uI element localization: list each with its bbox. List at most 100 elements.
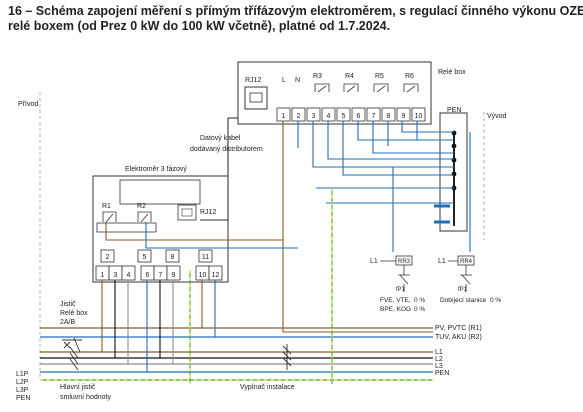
terminal-label: 7: [372, 113, 376, 120]
terminal-box: [165, 249, 180, 263]
fve-pct: 0 %: [414, 297, 425, 304]
diagram-title: 16 – Schéma zapojení měření s přímým tří…: [8, 4, 583, 34]
terminal-label: 8: [171, 254, 175, 261]
elektromer-label: Elektroměr 3 fázový: [125, 166, 187, 173]
vypinac-label: Vypínač instalace: [240, 384, 295, 391]
vyvod-label: Vývod: [487, 113, 507, 120]
main-breaker-icon: [69, 346, 79, 371]
wire-data-cable: [200, 118, 229, 221]
bus-l2-label: L2: [435, 356, 443, 363]
rele-box-label: Relé box: [438, 69, 466, 76]
pen-node: [451, 157, 457, 163]
terminal-label: 3: [312, 113, 316, 120]
terminal-label: 2: [297, 113, 301, 120]
bus-lines: [40, 327, 433, 381]
rr4-contact-icon: [460, 274, 472, 292]
datovy-kabel-label-2: dodávaný distributorem: [190, 146, 263, 153]
bus-pv-label: PV, PVTC (R1): [435, 325, 482, 332]
rr4-label: RR4: [460, 259, 473, 265]
rr3-fp1-label: fP1: [396, 287, 406, 293]
meter-rj12-label: RJ12: [200, 209, 216, 216]
bpe-pct: 0 %: [414, 306, 425, 313]
terminal-label: 10: [199, 272, 207, 279]
terminal-box: [100, 249, 115, 263]
wire-relay-5: [342, 121, 454, 176]
relay-r3-label: R3: [313, 73, 322, 80]
meter-r2-contact-icon: [137, 211, 152, 223]
l2p-label: L2P: [16, 379, 29, 386]
rr3-l1-label: L1: [370, 258, 378, 265]
title-line-1: 16 – Schéma zapojení měření s přímým tří…: [8, 4, 583, 18]
relay-l-label: L: [282, 77, 286, 84]
relay-wires: [200, 117, 471, 333]
relay-r6-contact-icon: [403, 83, 419, 93]
penp-label: PEN: [16, 395, 30, 402]
pen-bar-label: PEN: [447, 107, 461, 114]
terminal-box: [411, 107, 426, 122]
terminal-label: 3: [114, 272, 118, 279]
bus-pen-label: PEN: [435, 370, 449, 377]
rj12-port-icon: [249, 92, 263, 103]
terminal-label: 10: [415, 113, 423, 120]
datovy-kabel-label-1: Datový kabel: [200, 135, 241, 142]
l1p-label: L1P: [16, 371, 29, 378]
jistic-label-2: Relé box: [60, 310, 88, 317]
meter-r-wire: [145, 222, 298, 249]
switch-icon: [282, 344, 292, 370]
meter-r1-label: R1: [102, 203, 111, 210]
elektromer-display: [119, 179, 201, 205]
terminal-label: 8: [387, 113, 391, 120]
hlavni-jistic-label-1: Hlavní jistič: [60, 384, 96, 391]
relay-r5-contact-icon: [373, 83, 389, 93]
bus-tuv-label: TUV, AKU (R2): [435, 334, 482, 341]
terminal-label: 4: [327, 113, 331, 120]
terminal-label: 11: [202, 254, 209, 261]
dobijeci-label: Dobíjecí stanice: [440, 297, 487, 304]
wire-relay-7: [372, 121, 454, 154]
bpe-label: BPE, KOG: [380, 306, 411, 313]
terminal-label: 1: [282, 113, 286, 120]
rr4-fp1-label: fP1: [458, 287, 468, 293]
vypinac-symbol: [282, 344, 292, 370]
terminal-label: 6: [146, 272, 150, 279]
meter-rj12-port-inner: [181, 208, 193, 217]
rr3-wire: [380, 260, 405, 275]
wire-relay-6: [357, 121, 454, 141]
prirod-label: Přívod: [18, 101, 38, 108]
hlavni-jistic-symbol: [69, 346, 79, 371]
terminal-label: 9: [172, 272, 176, 279]
meter-wires: [101, 188, 333, 384]
bus-l1-label: L1: [435, 349, 443, 356]
wire-relay-l: [282, 121, 433, 333]
relay-r4-contact-icon: [343, 83, 359, 93]
rr3-label: RR3: [398, 259, 411, 265]
pen-node: [451, 130, 457, 136]
terminal-box: [137, 249, 152, 263]
meter-r1-contact-icon: [102, 211, 117, 223]
terminal-label: 5: [143, 254, 147, 261]
pen-node: [451, 143, 457, 149]
bus-l3-label: L3: [435, 363, 443, 370]
terminal-label: 9: [402, 113, 406, 120]
terminal-box: [198, 249, 213, 263]
rj12-label: RJ12: [245, 77, 261, 84]
terminal-label: 4: [127, 272, 131, 279]
terminal-label: 12: [212, 272, 220, 279]
jistic-label-1: Jistič: [60, 301, 76, 308]
fve-label: FVE, VTE,: [380, 297, 411, 304]
relay-r6-label: R6: [405, 73, 414, 80]
meter-r-wire: [105, 222, 283, 241]
terminal-label: 6: [357, 113, 361, 120]
pen-node: [451, 171, 457, 177]
rr4-wire: [448, 260, 467, 275]
relay-n-label: N: [295, 77, 300, 84]
wire-relay-4: [327, 121, 454, 160]
title-line-2: relé boxem (od Prez 0 kW do 100 kW včetn…: [8, 19, 391, 33]
relay-r5-label: R5: [375, 73, 384, 80]
l3p-label: L3P: [16, 387, 29, 394]
relay-r3-contact-icon: [314, 83, 330, 93]
